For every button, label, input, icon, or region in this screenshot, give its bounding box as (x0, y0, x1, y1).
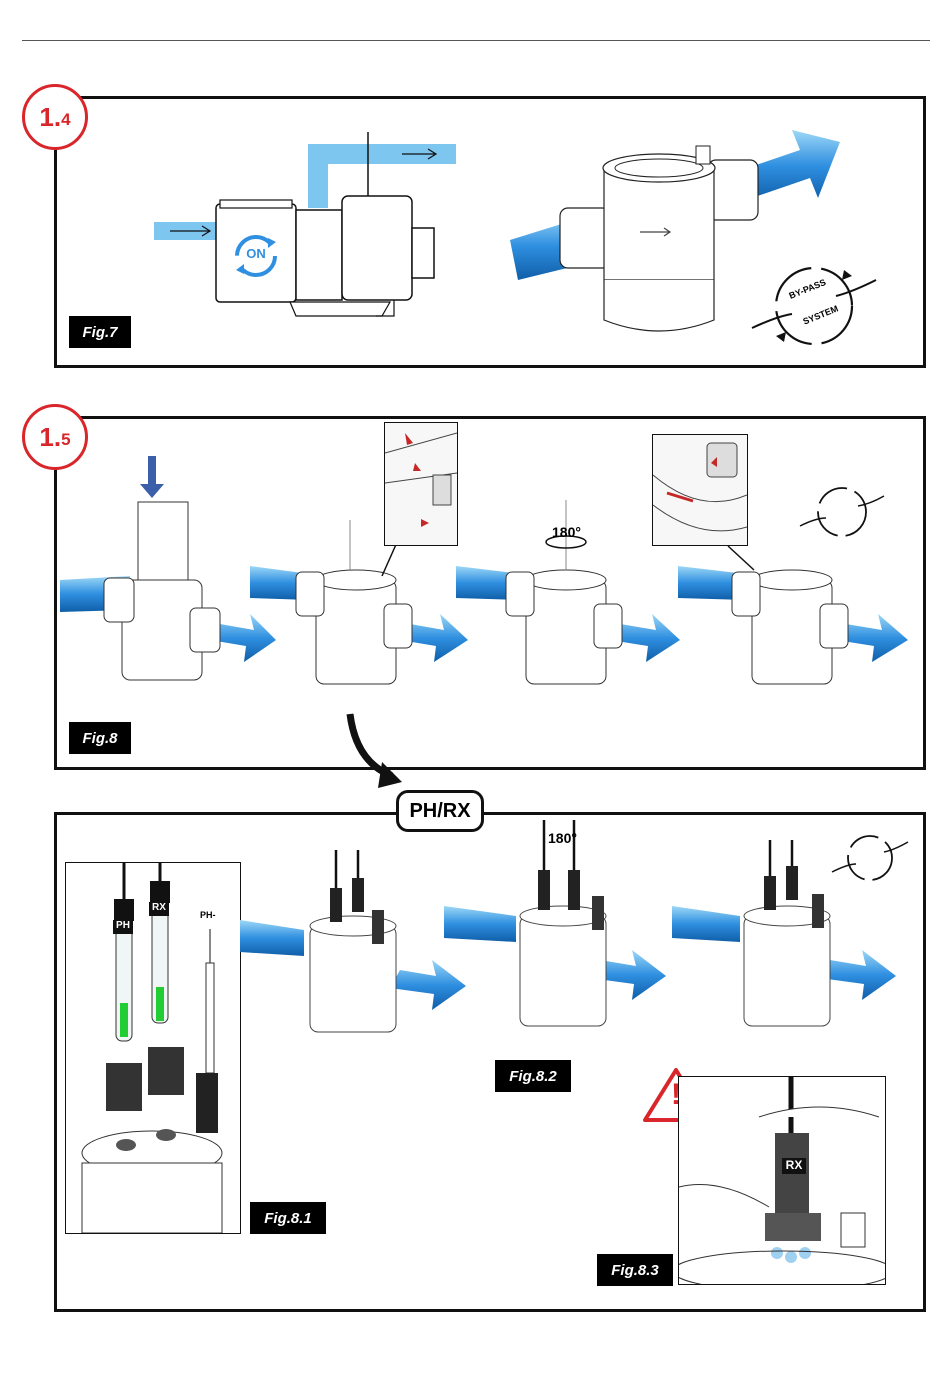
fig8-label: Fig.8 (69, 722, 131, 754)
unit-bypass-position (678, 546, 908, 684)
top-rule (22, 40, 930, 41)
pump-on-label: ON (240, 246, 272, 261)
probe-unit-1 (240, 850, 466, 1032)
fig83-inset (678, 1076, 886, 1285)
bypass-system-icon (748, 254, 882, 358)
probe-install-detail (679, 1077, 885, 1284)
fig82-label: Fig.8.2 (495, 1060, 571, 1092)
rotation-180-label: 180° (552, 524, 581, 540)
bypass-system-icon-small (796, 476, 888, 546)
fig83-rx-label: RX (782, 1158, 806, 1174)
step-subnumber: 4 (61, 110, 70, 130)
curved-arrow-icon (340, 712, 410, 792)
probe-rx-label: RX (149, 902, 169, 916)
fig8-sequence (60, 440, 920, 710)
probe-phminus-label: PH- (200, 910, 216, 920)
fig82-sequence (240, 820, 912, 1050)
bypass-system-icon-small-2 (830, 826, 910, 890)
pump-illustration (150, 130, 470, 330)
unit-insert (60, 456, 276, 680)
detail-inset-arrow-mark (384, 422, 458, 546)
probe-unit-2 (444, 820, 666, 1026)
detail-inset-bypass-mark (652, 434, 748, 546)
fig83-label: Fig.8.3 (597, 1254, 673, 1286)
step-badge-1-4: 1.4 (22, 84, 88, 150)
detail-marker-icon (653, 435, 747, 545)
probe-ph-label: PH (113, 920, 133, 934)
rotation-180-label-2: 180° (548, 830, 577, 846)
detail-arrow-icon (385, 423, 457, 545)
step-number: 1. (39, 102, 61, 133)
fig81-label: Fig.8.1 (250, 1202, 326, 1234)
fig7-label: Fig.7 (69, 316, 131, 348)
step-number: 1. (39, 422, 61, 453)
